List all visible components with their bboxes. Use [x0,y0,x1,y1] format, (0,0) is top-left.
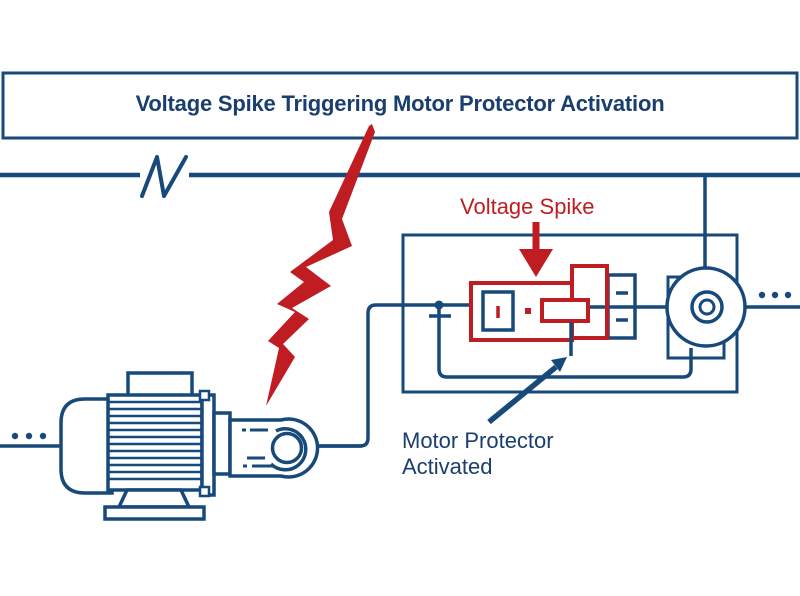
shaft-adapter [212,411,232,476]
continuation-dots-left [11,432,47,440]
motor-base-plate [103,505,206,521]
supply-wire [317,303,471,448]
pump-icon [228,417,320,479]
motor-protector-arrow-icon [487,357,567,425]
motor-protector-label: Motor Protector Activated [402,428,554,480]
motor-end-plate [200,393,216,497]
protector-switch [481,290,515,332]
lightning-bolt-icon [266,124,375,406]
title-box-frame [1,71,799,140]
protector-dot [525,308,531,314]
overload-element [540,298,590,323]
voltage-spike-label: Voltage Spike [460,194,595,219]
compressor-icon [665,266,747,348]
electric-motor-icon [0,371,362,521]
motor-protector-device-icon [469,264,609,356]
rotation-dashes [242,428,274,468]
return-wire [429,300,693,379]
motor-fins [108,400,202,481]
motor-protector-label-line1: Motor Protector [402,428,554,453]
diagram-title: Voltage Spike Triggering Motor Protector… [135,91,665,116]
line-break-icon [140,155,188,198]
junction-dot [434,300,444,310]
motor-body [106,393,204,492]
voltage-spike-arrow-icon [519,222,553,277]
motor-protector-label-line2: Activated [402,454,493,479]
continuation-dots-right [758,291,792,299]
motor-end-bell [59,397,114,495]
motor-feet [116,488,192,509]
